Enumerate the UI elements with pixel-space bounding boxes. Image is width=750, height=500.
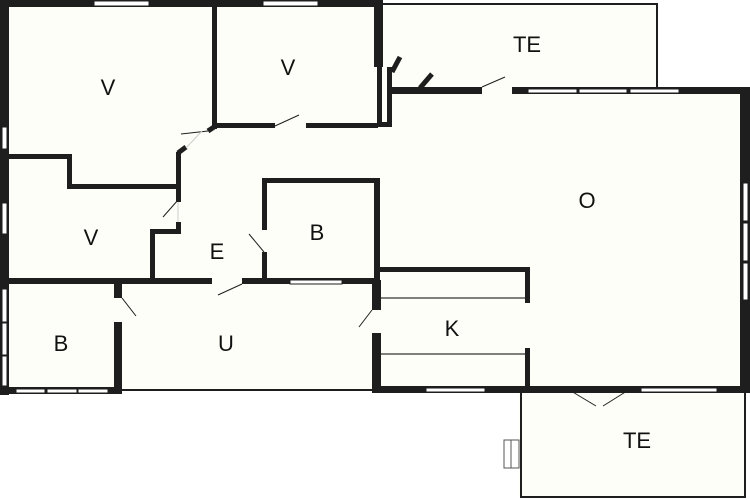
room-label-bathroom-1: B bbox=[309, 220, 325, 245]
room-label-terrace-north: TE bbox=[512, 32, 542, 57]
room-label-bedroom-3: V bbox=[83, 225, 99, 250]
walls bbox=[0, 0, 750, 395]
room-label-living-room: O bbox=[578, 188, 596, 213]
floor-areas bbox=[3, 3, 747, 498]
room-label-utility-room: U bbox=[218, 331, 234, 356]
room-label-bedroom-2: V bbox=[280, 55, 296, 80]
windows bbox=[1, 0, 749, 394]
room-label-terrace-south: TE bbox=[622, 428, 652, 453]
terrace-outlines bbox=[383, 3, 746, 498]
room-label-kitchen: K bbox=[444, 316, 460, 341]
kitchen-counters bbox=[381, 297, 525, 355]
room-label-bedroom-1: V bbox=[100, 75, 116, 100]
doors bbox=[121, 76, 628, 407]
wall-angles bbox=[176, 55, 434, 155]
room-label-bathroom-2: B bbox=[53, 331, 69, 356]
room-label-entrance: E bbox=[209, 239, 225, 264]
terrace-step bbox=[503, 439, 520, 469]
